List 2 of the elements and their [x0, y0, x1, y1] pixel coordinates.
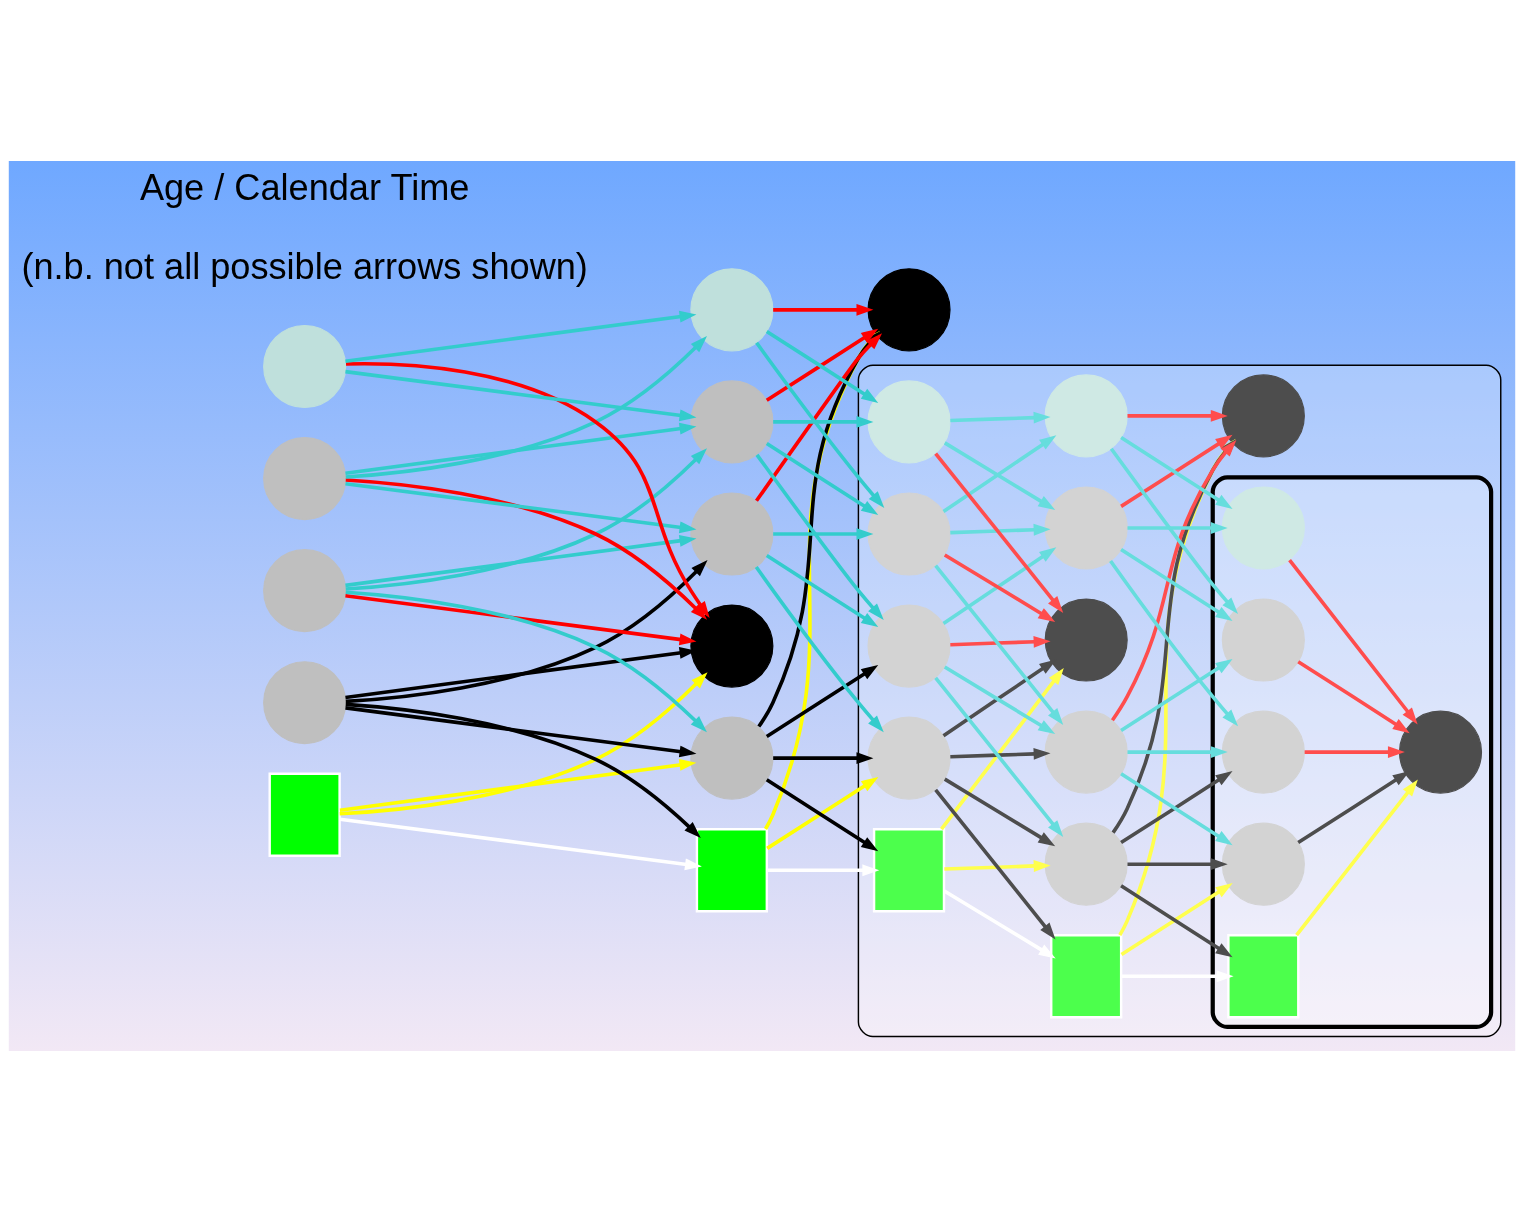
- label: (n.b. not all possible arrows shown): [21, 245, 588, 287]
- label: Age / Calendar Time: [139, 166, 470, 208]
